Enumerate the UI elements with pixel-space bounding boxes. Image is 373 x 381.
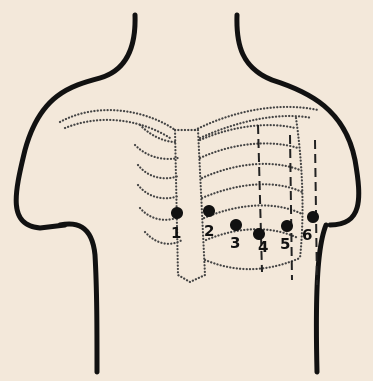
electrode-dot-2: [203, 205, 215, 217]
electrode-label-2: 2: [204, 222, 214, 240]
electrode-label-4: 4: [258, 238, 268, 256]
electrode-label-5: 5: [280, 235, 290, 253]
electrode-dot-5: [281, 220, 293, 232]
electrode-dot-3: [230, 219, 242, 231]
electrode-label-6: 6: [302, 226, 312, 244]
electrode-label-3: 3: [230, 234, 240, 252]
electrode-dot-6: [307, 211, 319, 223]
electrode-label-1: 1: [171, 224, 181, 242]
electrode-dot-1: [171, 207, 183, 219]
